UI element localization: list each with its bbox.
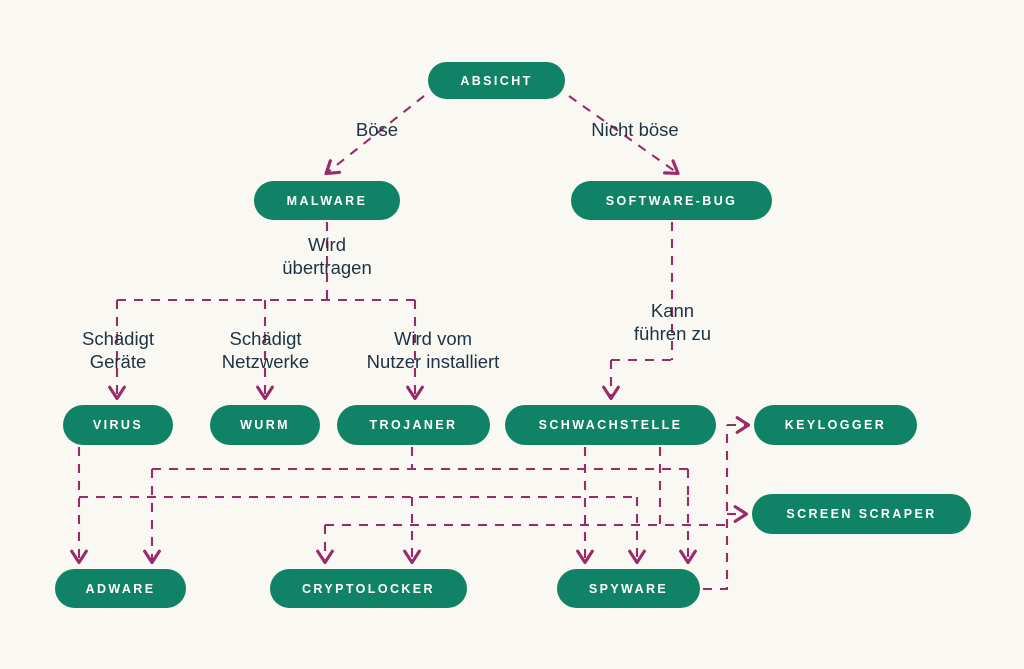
edge-label-nicht-boese: Nicht böse (591, 119, 679, 140)
node-label: SOFTWARE-BUG (605, 193, 738, 208)
node-screen-scraper[interactable]: SCREEN SCRAPER (752, 494, 971, 534)
node-keylogger[interactable]: KEYLOGGER (754, 405, 917, 445)
edge-label-schaedigt-netzwerke: Schädigt Netzwerke (221, 328, 310, 372)
node-label: SPYWARE (588, 581, 669, 596)
edge-label-schaedigt-geraete: Schädigt Geräte (82, 328, 154, 372)
node-label: ADWARE (85, 581, 156, 596)
edge-absicht-softwarebug (568, 95, 680, 176)
edge-spyware-trunk (703, 425, 729, 591)
edge-label-wird-vom-nutzer-installiert: Wird vom Nutzer installiert (366, 328, 500, 372)
node-malware[interactable]: MALWARE (254, 181, 400, 220)
edge-label-boese: Böse (355, 119, 399, 140)
node-label: TROJANER (369, 418, 458, 432)
node-label: CRYPTOLOCKER (302, 581, 435, 596)
node-label: MALWARE (286, 193, 368, 208)
node-adware[interactable]: ADWARE (55, 569, 186, 608)
node-label: SCREEN SCRAPER (786, 507, 937, 521)
node-schwachstelle[interactable]: SCHWACHSTELLE (505, 405, 716, 445)
node-label: SCHWACHSTELLE (538, 418, 683, 432)
node-wurm[interactable]: WURM (210, 405, 320, 445)
node-label: KEYLOGGER (784, 418, 887, 432)
node-absicht[interactable]: ABSICHT (428, 62, 565, 99)
node-spyware[interactable]: SPYWARE (557, 569, 700, 608)
node-cryptolocker[interactable]: CRYPTOLOCKER (270, 569, 467, 608)
node-virus[interactable]: VIRUS (63, 405, 173, 445)
node-label: WURM (240, 418, 290, 432)
edge-label-kann-fuehren-zu: Kann führen zu (633, 300, 712, 344)
edge-label-wird-uebertragen: Wird übertragen (282, 234, 372, 278)
edge-absicht-malware (324, 95, 425, 176)
node-software-bug[interactable]: SOFTWARE-BUG (571, 181, 772, 220)
node-label: ABSICHT (460, 73, 533, 88)
node-label: VIRUS (92, 418, 144, 432)
node-trojaner[interactable]: TROJANER (337, 405, 490, 445)
